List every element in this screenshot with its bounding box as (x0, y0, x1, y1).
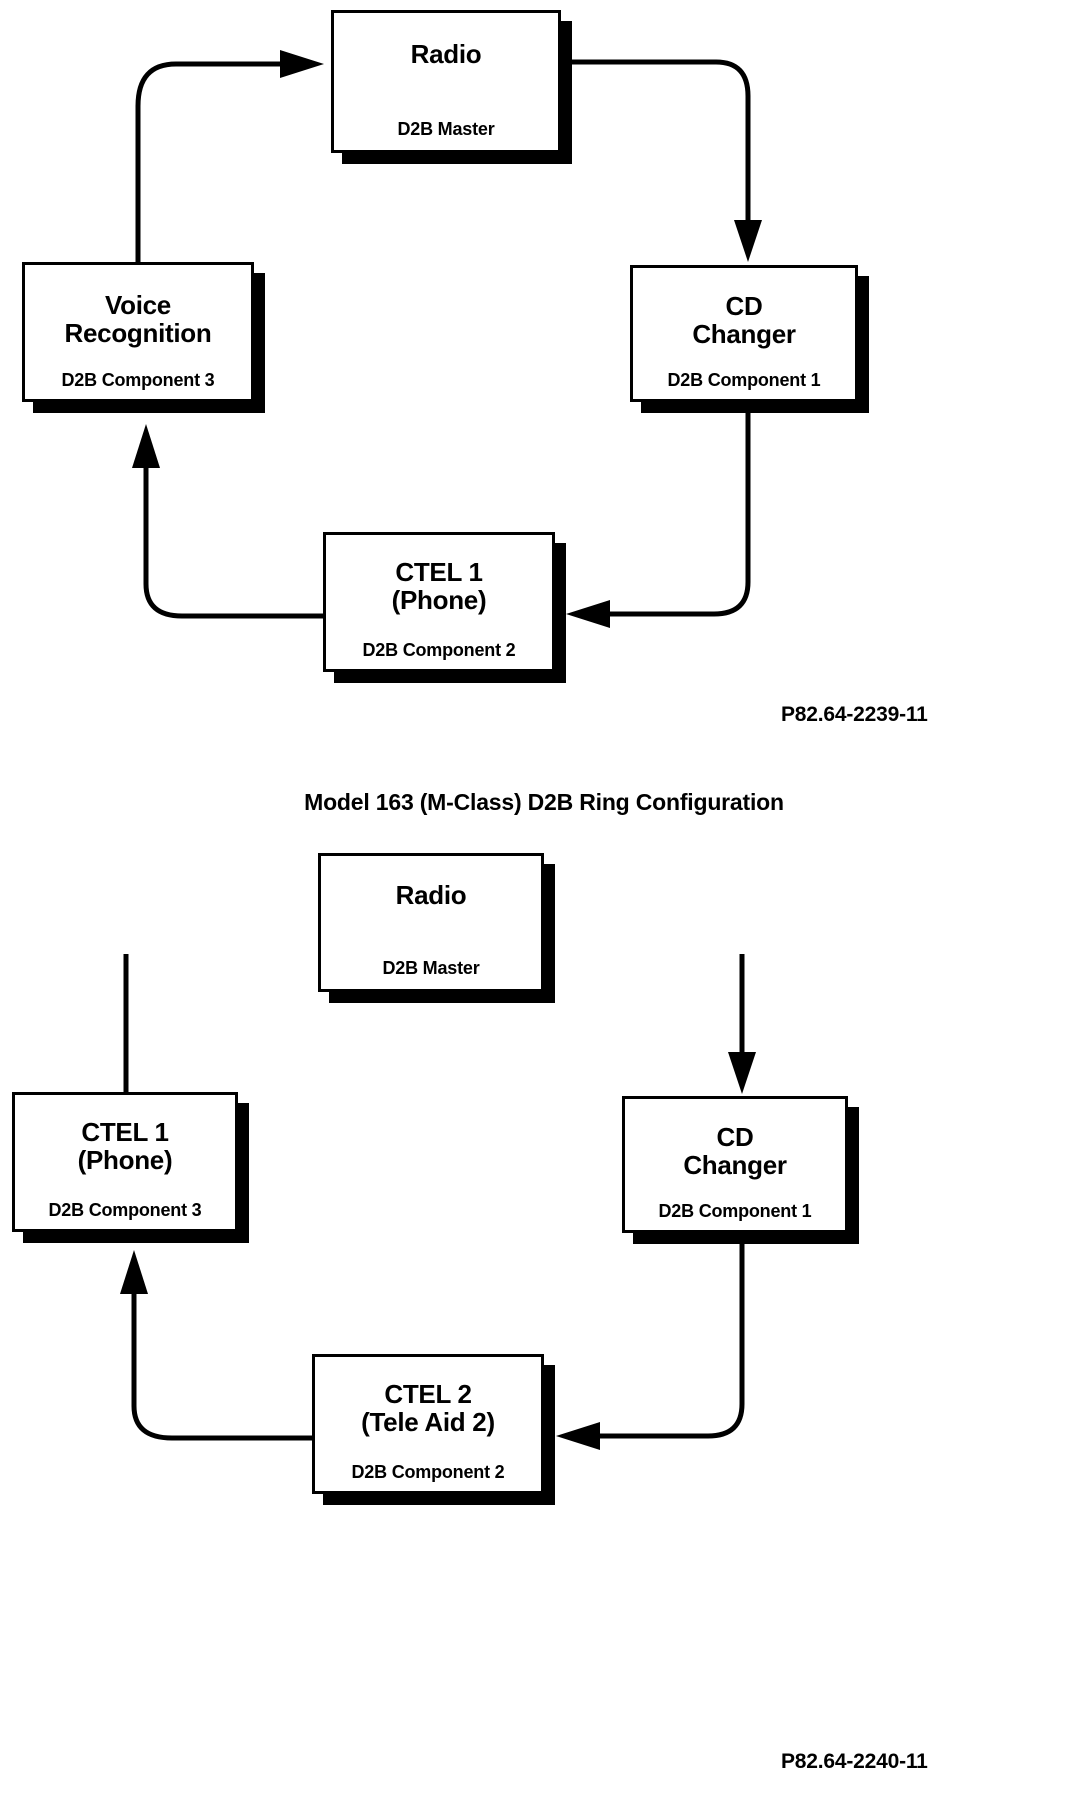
section-title: Model 163 (M-Class) D2B Ring Configurati… (304, 789, 784, 815)
part-number-caption-1: P82.64-2239-11 (781, 703, 928, 726)
arrowhead-into-cd (734, 220, 762, 262)
connector-voice-to-radio (135, 61, 284, 262)
d2b-ring-diagram-2: Radio D2B Master CD Changer D2B Componen… (0, 853, 1088, 1814)
arrowhead-into-ctel1 (120, 1250, 148, 1294)
arrowhead-into-voice (132, 424, 160, 468)
node-cd-changer[interactable]: CD Changer D2B Component 1 (630, 265, 858, 402)
node-title: Radio (410, 39, 482, 69)
connector-ctel2-to-ctel1 (131, 1292, 312, 1441)
node-subtitle: D2B Component 1 (658, 1201, 812, 1221)
node-subtitle: D2B Component 1 (667, 370, 821, 390)
node-subtitle: D2B Component 2 (351, 1462, 505, 1482)
arrowhead-into-ctel2 (556, 1422, 600, 1450)
node-title: CD Changer (692, 291, 796, 349)
node-subtitle: D2B Component 3 (48, 1200, 202, 1220)
node-voice-recognition[interactable]: Voice Recognition D2B Component 3 (22, 262, 254, 402)
arrowhead-into-cd (728, 1052, 756, 1094)
node-radio[interactable]: Radio D2B Master (318, 853, 544, 992)
node-subtitle: D2B Master (382, 958, 480, 978)
arrowhead-into-radio (280, 50, 324, 78)
node-radio[interactable]: Radio D2B Master (331, 10, 561, 153)
connector-layer-2 (120, 954, 756, 1450)
connector-layer-1 (132, 50, 762, 628)
node-title: CTEL 1 (Phone) (391, 557, 487, 615)
node-title: CTEL 2 (Tele Aid 2) (361, 1379, 495, 1437)
connector-radio-to-cd (739, 954, 745, 1068)
arrowhead-into-ctel1 (566, 600, 610, 628)
node-subtitle: D2B Master (397, 119, 495, 139)
node-ctel-1[interactable]: CTEL 1 (Phone) D2B Component 2 (323, 532, 555, 672)
connector-radio-to-cd (572, 59, 751, 236)
connector-cd-to-ctel1 (604, 412, 751, 617)
node-ctel-1[interactable]: CTEL 1 (Phone) D2B Component 3 (12, 1092, 238, 1232)
node-ctel-2[interactable]: CTEL 2 (Tele Aid 2) D2B Component 2 (312, 1354, 544, 1494)
node-cd-changer[interactable]: CD Changer D2B Component 1 (622, 1096, 848, 1233)
node-title: Radio (395, 880, 467, 910)
d2b-ring-diagram-1: Radio D2B Master CD Changer D2B Componen… (0, 0, 1088, 860)
part-number-caption-2: P82.64-2240-11 (781, 1750, 928, 1773)
node-subtitle: D2B Component 3 (61, 370, 215, 390)
node-title: CD Changer (683, 1122, 787, 1180)
node-title: Voice Recognition (64, 290, 212, 348)
connector-cd-to-ctel2 (596, 1244, 745, 1439)
connector-ctel1-to-voice (143, 466, 323, 619)
connector-ctel1-to-radio (123, 954, 129, 1092)
node-subtitle: D2B Component 2 (362, 640, 516, 660)
node-title: CTEL 1 (Phone) (77, 1117, 173, 1175)
